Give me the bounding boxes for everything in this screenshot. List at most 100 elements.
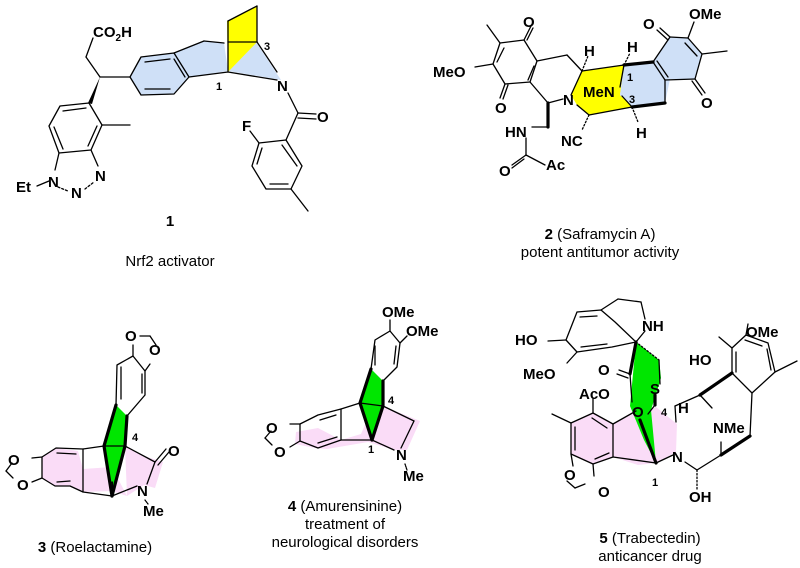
- compound-id: 3: [37, 539, 47, 556]
- atom-label: N: [672, 449, 683, 466]
- position-label: 1: [368, 444, 374, 456]
- description-text: anticancer drug: [598, 548, 702, 565]
- compound-5-structure: [547, 298, 798, 491]
- atom-label: NC: [561, 133, 583, 150]
- position-label: 3: [264, 41, 270, 53]
- compound-4-structure: [264, 319, 420, 471]
- compound-5-labels: HO NH MeO OMe HO O S AcO O H NMe N O O O…: [515, 318, 779, 506]
- atom-label: N: [396, 447, 407, 464]
- atom-label: MeO: [523, 366, 556, 383]
- atom-label: MeN: [583, 84, 615, 101]
- atom-label: N: [95, 168, 106, 185]
- compound-id: 4: [287, 498, 297, 515]
- atom-label: O: [499, 163, 511, 180]
- compound-3-labels: O O O O O N Me 1 4: [8, 328, 180, 520]
- atom-label: HO: [515, 332, 538, 349]
- blue-highlight-bridge: [228, 42, 281, 80]
- position-label: 1: [216, 81, 222, 93]
- atom-label: H: [636, 125, 647, 142]
- atom-label: H: [584, 43, 595, 60]
- description-text: neurological disorders: [271, 534, 419, 551]
- atom-label: Et: [16, 179, 31, 196]
- yellow-highlight-face: [227, 6, 257, 72]
- compound-5-caption: 5 (Trabectedin) anticancer drug: [570, 530, 730, 566]
- compound-4-caption: 4 (Amurensinine) treatment of neurologic…: [255, 498, 435, 552]
- atom-label: Me: [403, 468, 424, 485]
- description-text: treatment of: [304, 516, 386, 533]
- position-label: 1: [627, 72, 633, 84]
- compound-id: 2: [544, 226, 553, 243]
- atom-label: OMe: [746, 324, 779, 341]
- atom-label: O: [598, 484, 610, 501]
- atom-label: OMe: [382, 304, 415, 321]
- compound-name: (Roelactamine): [50, 539, 153, 556]
- pink-highlight-region: [295, 406, 420, 450]
- atom-label: N: [137, 483, 148, 500]
- compound-2-caption: 2 (Saframycin A) potent antitumor activi…: [470, 226, 730, 262]
- atom-label: O: [701, 95, 713, 112]
- compound-id: 5: [599, 530, 608, 547]
- compound-id: 1: [165, 213, 175, 230]
- atom-label: O: [317, 109, 329, 126]
- atom-label: Ac: [546, 157, 565, 174]
- atom-label: AcO: [579, 386, 610, 403]
- atom-label: O: [266, 420, 278, 437]
- atom-label: NMe: [713, 420, 745, 437]
- atom-label: O: [495, 100, 507, 117]
- atom-label: O: [149, 342, 161, 359]
- atom-label: OH: [689, 489, 712, 506]
- compound-name: (Amurensinine): [300, 498, 403, 515]
- atom-label: O: [643, 16, 655, 33]
- position-label: 1: [109, 480, 115, 492]
- compound-1-structure: [36, 5, 317, 212]
- atom-label: N: [48, 174, 59, 191]
- position-label: 1: [652, 477, 658, 489]
- atom-label: O: [274, 444, 286, 461]
- atom-label: HO: [689, 352, 712, 369]
- compound-1-description: Nrf2 activator: [100, 253, 240, 271]
- compound-4-labels: OMe OMe O O N Me 1 4: [266, 304, 439, 485]
- atom-label: NH: [642, 318, 664, 335]
- atom-label: CO2H: [93, 24, 132, 44]
- compound-3-caption: 3 (Roelactamine): [10, 539, 180, 557]
- atom-label: O: [17, 477, 29, 494]
- atom-label: OMe: [689, 6, 722, 23]
- atom-label: N: [563, 92, 574, 109]
- atom-label: H: [678, 400, 689, 417]
- atom-label: O: [598, 362, 610, 379]
- atom-label: O: [523, 14, 535, 31]
- position-label: 3: [629, 94, 635, 106]
- compound-name: (Trabectedin): [611, 530, 701, 547]
- atom-label: O: [168, 443, 180, 460]
- atom-label: N: [71, 185, 82, 202]
- position-label: 4: [661, 407, 668, 419]
- position-label: 4: [388, 395, 395, 407]
- atom-label: HN: [505, 124, 527, 141]
- compound-2-structure: [474, 21, 728, 169]
- atom-label: Me: [143, 503, 164, 520]
- compound-2-labels: O O MeO O O OMe H H N MeN H HN NC O Ac 1…: [433, 6, 722, 180]
- atom-label: O: [564, 467, 576, 484]
- blue-highlight-region: [620, 37, 702, 107]
- pink-highlight-region: [42, 446, 163, 496]
- atom-label: N: [277, 78, 288, 95]
- atom-label: O: [125, 328, 137, 345]
- description-text: Nrf2 activator: [125, 253, 215, 270]
- green-highlight-face: [630, 342, 661, 463]
- compound-1-caption: 1: [150, 213, 190, 231]
- position-label: 4: [132, 432, 139, 444]
- compound-1-labels: CO2H N O F Et N N N 1 3: [16, 24, 329, 202]
- atom-label: F: [242, 118, 251, 135]
- compound-3-structure: [5, 335, 170, 505]
- atom-label: O: [8, 452, 20, 469]
- atom-label: H: [627, 39, 638, 56]
- atom-label: S: [650, 381, 660, 398]
- atom-label: O: [632, 404, 644, 421]
- atom-label: OMe: [406, 323, 439, 340]
- blue-highlight-region: [130, 41, 281, 95]
- atom-label: MeO: [433, 64, 466, 81]
- compound-name: (Saframycin A): [557, 226, 656, 243]
- yellow-highlight-region: [571, 65, 632, 115]
- description-text: potent antitumor activity: [520, 244, 680, 261]
